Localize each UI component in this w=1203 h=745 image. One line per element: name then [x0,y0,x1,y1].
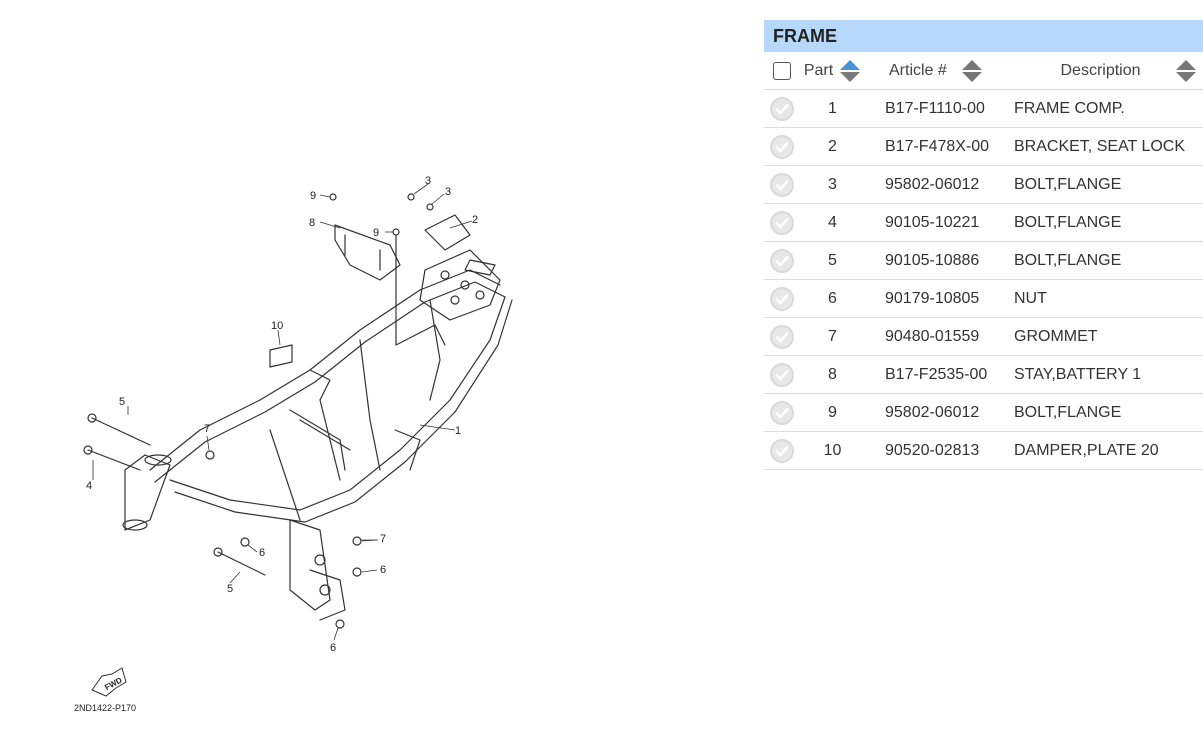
check-circle-icon[interactable] [769,134,795,160]
sort-icon[interactable] [1175,59,1197,83]
frame-upper-rail [149,269,501,471]
row-description: BOLT,FLANGE [1014,213,1122,231]
row-part-number: 9 [828,403,837,421]
parts-table-body: 1 B17-F1110-00 FRAME COMP. 2 B17-F478X-0… [764,90,1203,470]
row-article-number: B17-F1110-00 [885,99,985,117]
row-description: BOLT,FLANGE [1014,403,1122,421]
column-header-article[interactable]: Article # [866,59,998,83]
callout-7b: 7 [380,533,386,545]
head-tube [124,454,171,531]
table-row[interactable]: 6 90179-10805 NUT [764,280,1203,318]
row-part-number: 2 [828,137,837,155]
table-row[interactable]: 2 B17-F478X-00 BRACKET, SEAT LOCK [764,128,1203,166]
row-article-number: 90520-02813 [885,441,980,459]
column-label-description: Description [1060,61,1141,79]
callout-3a: 3 [425,175,431,187]
row-description: BOLT,FLANGE [1014,175,1122,193]
select-all-checkbox[interactable] [772,61,791,80]
callout-4: 4 [86,480,92,492]
check-circle-icon[interactable] [769,172,795,198]
callout-6a: 6 [259,547,265,559]
parts-diagram: 1 2 3 3 4 5 5 6 6 6 7 7 8 9 9 10 FWD 2ND… [74,175,513,713]
row-part-number: 3 [828,175,837,193]
frame-upper-rail-edge [154,281,506,483]
diagram-code: 2ND1422-P170 [74,703,136,713]
row-article-number: 95802-06012 [885,175,980,193]
panel-title: FRAME [764,20,1203,52]
check-circle-icon[interactable] [769,286,795,312]
row-description: FRAME COMP. [1014,99,1125,117]
row-description: STAY,BATTERY 1 [1014,365,1142,383]
row-article-number: 90105-10886 [885,251,980,269]
callout-5a: 5 [119,396,125,408]
frame-lower-loop-edge [174,299,513,523]
check-circle-icon[interactable] [769,248,795,274]
table-row[interactable]: 7 90480-01559 GROMMET [764,318,1203,356]
callout-1: 1 [455,425,461,437]
callout-8: 8 [309,217,315,229]
parts-list-panel: FRAME Part Article # Description [764,20,1203,470]
table-header: Part Article # Description [764,52,1203,90]
stay-battery-part [334,224,401,281]
row-article-number: B17-F478X-00 [885,137,990,155]
row-article-number: 90105-10221 [885,213,980,231]
callout-9a: 9 [310,190,316,202]
fwd-arrow-icon: FWD [91,667,127,697]
row-part-number: 1 [828,99,837,117]
row-part-number: 8 [828,365,837,383]
row-description: BOLT,FLANGE [1014,251,1122,269]
row-part-number: 7 [828,327,837,345]
row-description: NUT [1014,289,1047,307]
check-circle-icon[interactable] [769,324,795,350]
table-row[interactable]: 8 B17-F2535-00 STAY,BATTERY 1 [764,356,1203,394]
callout-6b: 6 [380,564,386,576]
callout-3b: 3 [445,186,451,198]
row-description: GROMMET [1014,327,1098,345]
callout-10: 10 [271,320,283,332]
row-part-number: 5 [828,251,837,269]
row-part-number: 4 [828,213,837,231]
row-article-number: 90179-10805 [885,289,980,307]
callout-7a: 7 [204,423,210,435]
row-part-number: 6 [828,289,837,307]
check-circle-icon[interactable] [769,438,795,464]
row-article-number: B17-F2535-00 [885,365,988,383]
callout-2: 2 [472,214,478,226]
frame-lower-loop [169,296,506,511]
sort-icon[interactable] [961,59,983,83]
table-row[interactable]: 1 B17-F1110-00 FRAME COMP. [764,90,1203,128]
table-row[interactable]: 5 90105-10886 BOLT,FLANGE [764,242,1203,280]
row-part-number: 10 [823,441,842,459]
check-circle-icon[interactable] [769,96,795,122]
table-row[interactable]: 4 90105-10221 BOLT,FLANGE [764,204,1203,242]
check-circle-icon[interactable] [769,400,795,426]
column-label-part: Part [803,61,834,79]
callout-5b: 5 [227,583,233,595]
column-header-description[interactable]: Description [998,59,1203,83]
row-article-number: 90480-01559 [885,327,980,345]
sort-active-icon[interactable] [839,59,861,83]
table-row[interactable]: 3 95802-06012 BOLT,FLANGE [764,166,1203,204]
check-circle-icon[interactable] [769,210,795,236]
table-row[interactable]: 10 90520-02813 DAMPER,PLATE 20 [764,432,1203,470]
row-description: DAMPER,PLATE 20 [1014,441,1159,459]
table-row[interactable]: 9 95802-06012 BOLT,FLANGE [764,394,1203,432]
frame-exploded-view: 1 2 3 3 4 5 5 6 6 6 7 7 8 9 9 10 FWD 2ND… [74,175,513,713]
check-circle-icon[interactable] [769,362,795,388]
row-description: BRACKET, SEAT LOCK [1014,137,1186,155]
row-article-number: 95802-06012 [885,403,980,421]
callout-9b: 9 [373,227,379,239]
column-label-article: Article # [889,61,947,79]
callout-6c: 6 [330,642,336,654]
column-header-part[interactable]: Part [799,59,866,83]
